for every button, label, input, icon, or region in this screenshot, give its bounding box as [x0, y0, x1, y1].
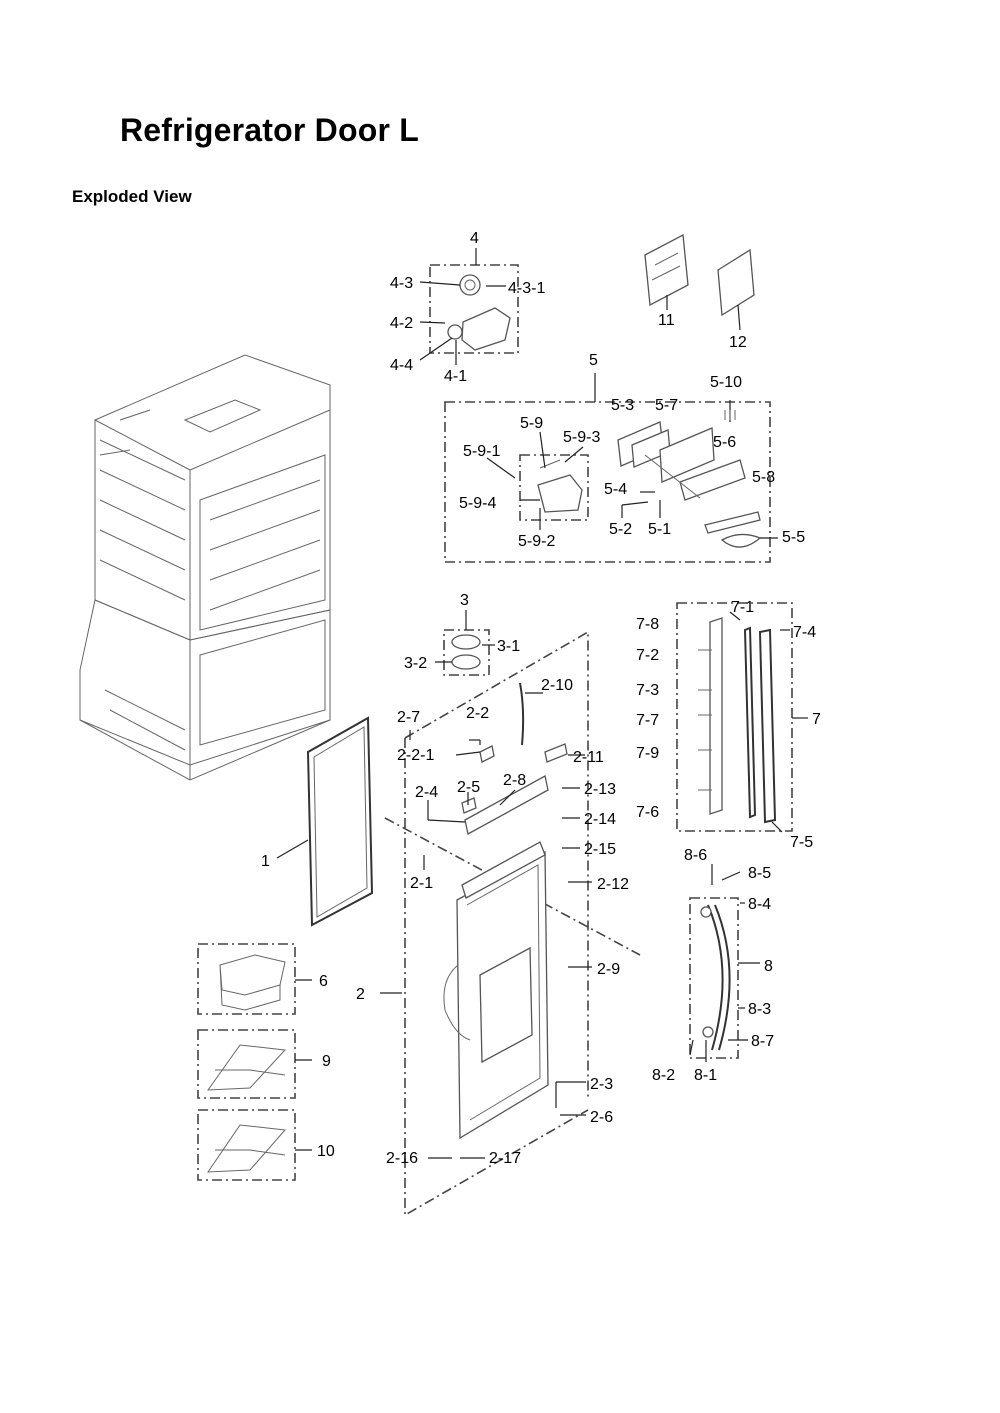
callout-12: 12 [729, 334, 747, 351]
callout-6: 6 [319, 973, 328, 990]
callout-3-2: 3-2 [404, 655, 427, 672]
callout-8-1: 8-1 [694, 1067, 717, 1084]
callout-4-3-1: 4-3-1 [508, 280, 545, 297]
callout-8: 8 [764, 958, 773, 975]
callout-4-4: 4-4 [390, 357, 413, 374]
callout-2-2-1: 2-2-1 [397, 747, 434, 764]
callout-4: 4 [470, 230, 479, 247]
part-8-handle-assembly [689, 864, 760, 1062]
callout-2-8: 2-8 [503, 772, 526, 789]
callout-2: 2 [356, 986, 365, 1003]
callout-2-16: 2-16 [386, 1150, 418, 1167]
callout-5-10: 5-10 [710, 374, 742, 391]
callout-1: 1 [261, 853, 270, 870]
callout-8-6: 8-6 [684, 847, 707, 864]
callout-5-6: 5-6 [713, 434, 736, 451]
callout-2-6: 2-6 [590, 1109, 613, 1126]
callout-7-3: 7-3 [636, 682, 659, 699]
callout-5-3: 5-3 [611, 397, 634, 414]
callout-2-3: 2-3 [590, 1076, 613, 1093]
callout-5-1: 5-1 [648, 521, 671, 538]
part-4-assembly [419, 248, 519, 365]
callout-8-4: 8-4 [748, 896, 771, 913]
callout-9: 9 [322, 1053, 331, 1070]
callout-5-5: 5-5 [782, 529, 805, 546]
part-3-assembly [435, 610, 495, 676]
callout-11: 11 [658, 312, 675, 329]
callout-2-11: 2-11 [573, 749, 604, 766]
refrigerator-cabinet-illustration [79, 354, 331, 781]
callout-7-2: 7-2 [636, 647, 659, 664]
callout-8-5: 8-5 [748, 865, 771, 882]
callout-7-8: 7-8 [636, 616, 659, 633]
callout-4-1: 4-1 [444, 368, 467, 385]
callout-7: 7 [812, 711, 821, 728]
callout-4-2: 4-2 [390, 315, 413, 332]
section-title: Exploded View [72, 187, 192, 206]
callout-4-3: 4-3 [390, 275, 413, 292]
callout-2-2: 2-2 [466, 705, 489, 722]
callout-5: 5 [589, 352, 598, 369]
callout-5-9-3: 5-9-3 [563, 429, 600, 446]
callout-5-9: 5-9 [520, 415, 543, 432]
part-7-assembly [676, 602, 808, 833]
callout-7-4: 7-4 [793, 624, 816, 641]
page-title: Refrigerator Door L [120, 112, 419, 148]
callout-2-14: 2-14 [584, 811, 616, 828]
callout-7-6: 7-6 [636, 804, 659, 821]
callout-2-4: 2-4 [415, 784, 438, 801]
callout-2-1: 2-1 [410, 875, 433, 892]
callout-5-8: 5-8 [752, 469, 775, 486]
callout-2-15: 2-15 [584, 841, 616, 858]
callout-7-1: 7-1 [731, 599, 754, 616]
part-1-door-gasket [276, 716, 374, 927]
callout-5-7: 5-7 [655, 397, 678, 414]
callout-3: 3 [460, 592, 469, 609]
callout-5-2: 5-2 [609, 521, 632, 538]
callout-2-9: 2-9 [597, 961, 620, 978]
callout-5-4: 5-4 [604, 481, 627, 498]
callout-2-7: 2-7 [397, 709, 420, 726]
callout-2-10: 2-10 [541, 677, 573, 694]
callout-2-17: 2-17 [489, 1150, 521, 1167]
callout-7-9: 7-9 [636, 745, 659, 762]
callout-3-1: 3-1 [497, 638, 520, 655]
bin-boxes [197, 943, 312, 1181]
callout-5-9-2: 5-9-2 [518, 533, 555, 550]
callout-5-9-1: 5-9-1 [463, 443, 500, 460]
callout-7-5: 7-5 [790, 834, 813, 851]
callout-5-9-4: 5-9-4 [459, 495, 496, 512]
callout-8-2: 8-2 [652, 1067, 675, 1084]
callout-8-7: 8-7 [751, 1033, 774, 1050]
part-5-assembly [444, 373, 778, 563]
callout-2-13: 2-13 [584, 781, 616, 798]
part-2-door-assembly [380, 630, 641, 1217]
callout-8-3: 8-3 [748, 1001, 771, 1018]
callout-7-7: 7-7 [636, 712, 659, 729]
callout-2-5: 2-5 [457, 779, 480, 796]
callout-labels: 4 4-3 4-3-1 4-2 4-4 4-1 11 12 5 5-10 5-3… [261, 230, 821, 1167]
callout-2-12: 2-12 [597, 876, 629, 893]
callout-10: 10 [317, 1143, 335, 1160]
parts-11-12-covers [644, 233, 755, 331]
